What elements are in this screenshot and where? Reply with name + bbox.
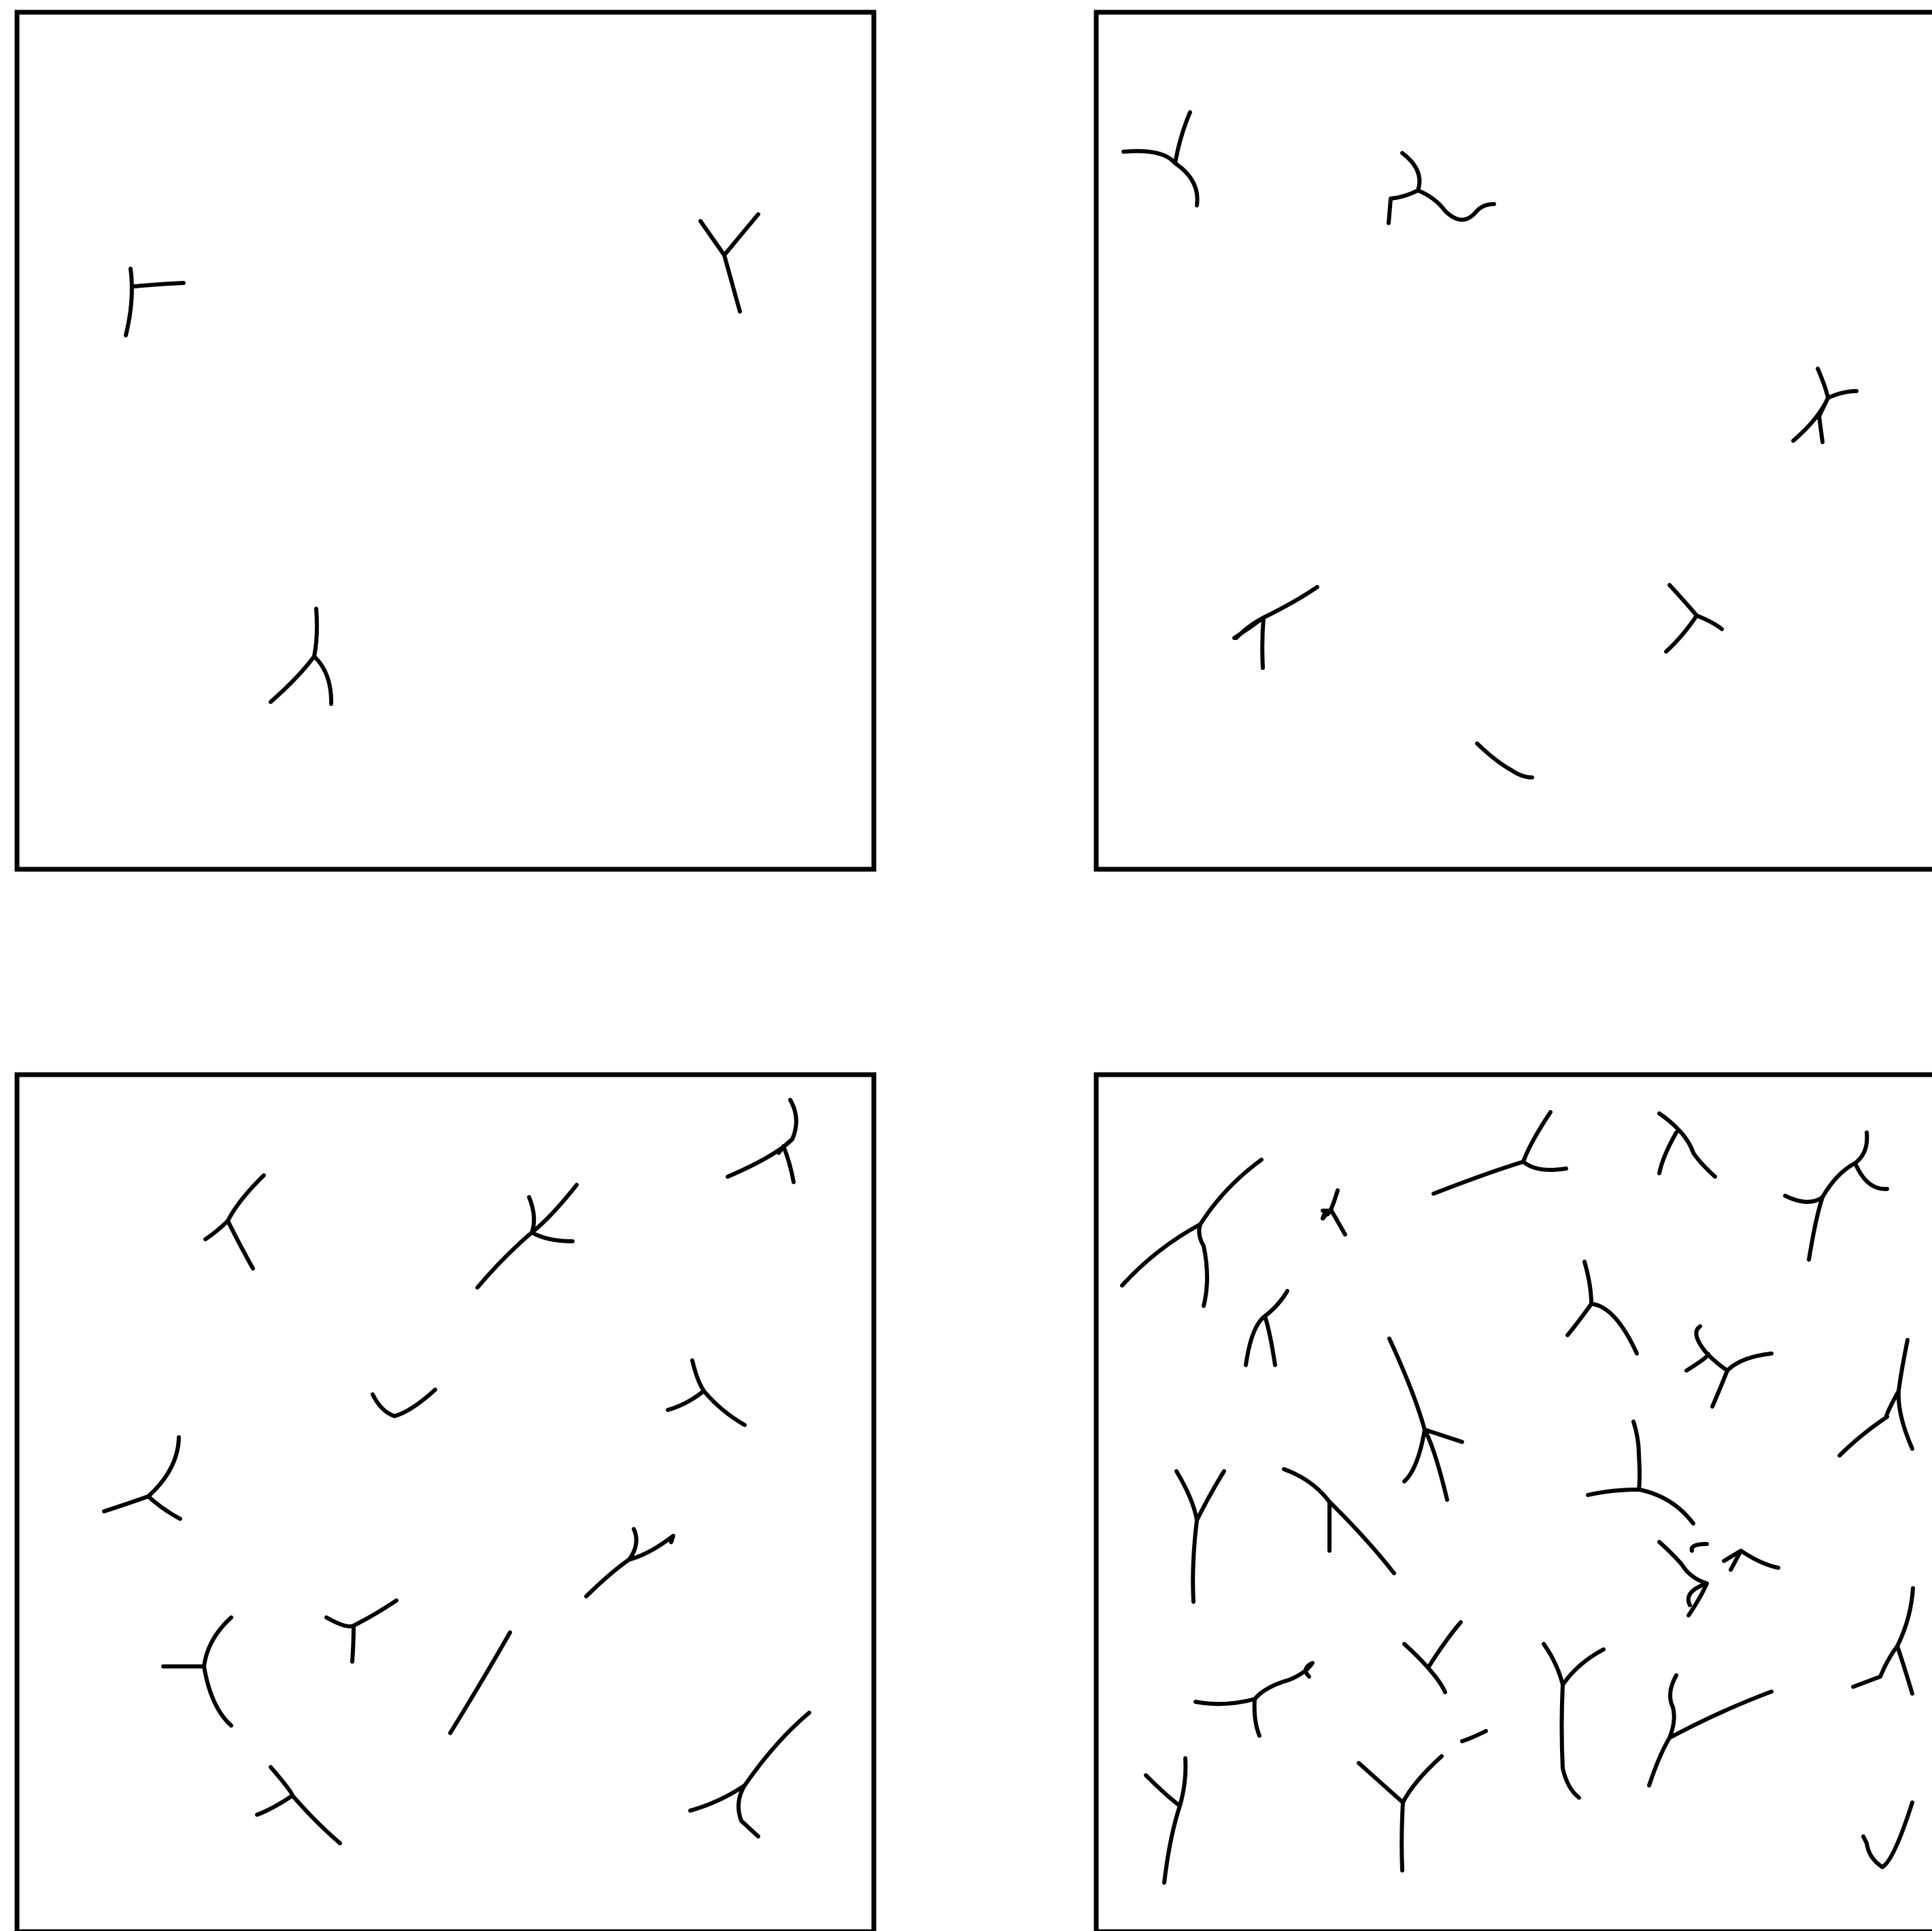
branch-mark [1687, 1326, 1772, 1407]
branch-mark [271, 609, 331, 704]
panel-frame [17, 12, 874, 869]
branch-mark [1389, 1339, 1462, 1500]
branch-mark [1659, 1542, 1778, 1615]
branch-mark [1246, 1291, 1287, 1365]
branch-mark [1477, 743, 1532, 777]
branch-mark [1434, 1112, 1566, 1194]
branch-mark [1234, 587, 1317, 668]
branch-mark [668, 1360, 745, 1425]
branch-mark [104, 1437, 180, 1519]
branch-mark [1123, 112, 1198, 205]
branch-mark [1404, 1622, 1461, 1692]
branch-mark [1588, 1422, 1693, 1524]
branch-mark [1146, 1758, 1185, 1883]
branch-mark [728, 1100, 796, 1182]
panel-top-left [17, 12, 874, 869]
branch-mark [1544, 1644, 1604, 1798]
panel-frame [17, 1075, 874, 1931]
branch-mark [1196, 1663, 1312, 1736]
branch-mark [690, 1713, 809, 1836]
branch-mark [477, 1185, 577, 1288]
branch-mark [450, 1632, 510, 1733]
branch-mark [1389, 153, 1494, 223]
branch-mark [1666, 585, 1722, 652]
branch-mark [1785, 1132, 1887, 1260]
branch-mark [205, 1175, 264, 1269]
branch-mark [1649, 1675, 1772, 1785]
branch-mark [1840, 1340, 1912, 1456]
branch-mark [1176, 1471, 1224, 1602]
branch-mark [373, 1390, 435, 1416]
branch-mark [1323, 1190, 1345, 1235]
branch-mark [1284, 1469, 1394, 1573]
branch-mark [1793, 369, 1857, 442]
branch-mark [1863, 1802, 1912, 1867]
branch-mark [1659, 1113, 1715, 1177]
panel-bottom-left [17, 1075, 874, 1931]
panel-top-right [1096, 12, 1932, 869]
branch-mark [1122, 1160, 1261, 1306]
branch-mark [1567, 1262, 1637, 1354]
branch-mark [126, 269, 184, 335]
panel-frame [1096, 12, 1932, 869]
branch-mark [326, 1600, 396, 1662]
branch-mark [1359, 1731, 1486, 1870]
panel-bottom-right [1096, 1075, 1932, 1931]
branch-mark [163, 1617, 231, 1726]
branch-mark [257, 1767, 340, 1843]
branch-mark [700, 214, 758, 312]
branch-mark [1853, 1588, 1913, 1694]
branch-mark [586, 1529, 673, 1596]
